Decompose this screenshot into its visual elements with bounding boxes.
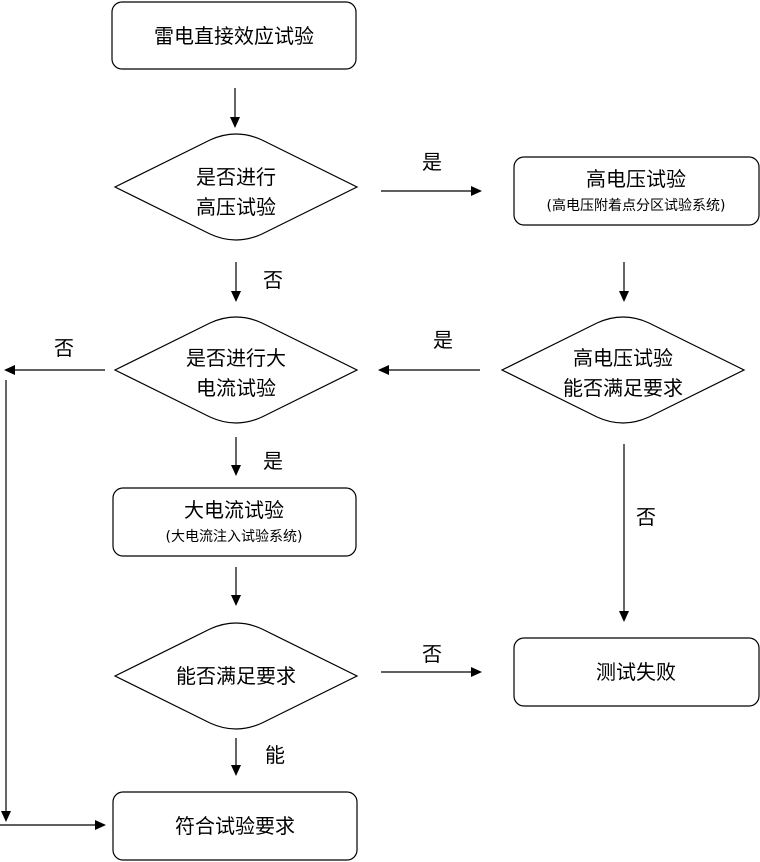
- node-start-label: 雷电直接效应试验: [154, 24, 314, 48]
- edge-hcok-yes: 能: [231, 738, 285, 776]
- node-decision-hv: 是否进行 高压试验: [113, 133, 359, 241]
- edge-hv-no: 否: [231, 262, 283, 302]
- node-decision-hc: 是否进行大 电流试验: [113, 316, 359, 424]
- edge-hvtest-to-decision: [619, 262, 629, 302]
- node-fail: 测试失败: [513, 637, 760, 707]
- edge-hv-yes-label: 是: [422, 150, 442, 174]
- node-pass: 符合试验要求: [112, 791, 358, 861]
- node-decision-hv-ok: 高电压试验 能否满足要求: [500, 316, 746, 424]
- decision-hc-line1: 是否进行大: [186, 346, 286, 370]
- edge-hv-yes: 是: [381, 150, 482, 196]
- hv-test-sub: (高电压附着点分区试验系统): [547, 197, 726, 214]
- node-start: 雷电直接效应试验: [111, 1, 357, 70]
- edge-hv-no-label: 否: [263, 268, 283, 292]
- edge-hctest-to-decision: [231, 567, 241, 606]
- edge-start-to-decision-hv: [230, 88, 240, 128]
- decision-hvok-line1: 高电压试验: [573, 346, 673, 370]
- pass-label: 符合试验要求: [175, 814, 295, 838]
- decision-hc-line2: 电流试验: [196, 376, 276, 400]
- edge-hc-no-label: 否: [54, 336, 74, 360]
- decision-hv-line1: 是否进行: [196, 165, 276, 189]
- edge-hvok-no-label: 否: [636, 505, 656, 529]
- edge-hvok-no: 否: [619, 444, 656, 622]
- fail-label: 测试失败: [596, 660, 676, 684]
- decision-hv-line2: 高压试验: [196, 195, 276, 219]
- hv-test-label: 高电压试验: [586, 167, 686, 191]
- node-hc-test: 大电流试验 (大电流注入试验系统): [112, 487, 357, 557]
- node-decision-hc-ok: 能否满足要求: [113, 622, 359, 730]
- edge-hvok-yes-label: 是: [433, 328, 453, 352]
- hc-test-label: 大电流试验: [184, 498, 284, 522]
- edge-hcok-no-label: 否: [422, 642, 442, 666]
- decision-hcok-label: 能否满足要求: [176, 664, 296, 688]
- edge-hcok-yes-label: 能: [265, 743, 285, 767]
- node-hv-test: 高电压试验 (高电压附着点分区试验系统): [513, 156, 760, 226]
- edge-hc-no: 否: [0, 336, 106, 830]
- edge-hcok-no: 否: [381, 642, 482, 677]
- edge-hc-yes-label: 是: [263, 449, 283, 473]
- edge-hc-yes: 是: [231, 437, 283, 476]
- decision-hvok-line2: 能否满足要求: [563, 376, 683, 400]
- edge-hvok-yes: 是: [378, 328, 480, 375]
- hc-test-sub: (大电流注入试验系统): [166, 529, 303, 545]
